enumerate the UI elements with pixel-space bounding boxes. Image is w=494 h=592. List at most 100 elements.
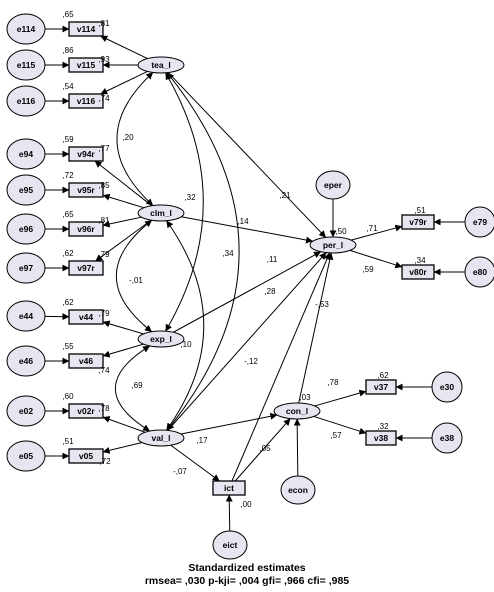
error-circle-e96 (6, 213, 46, 245)
path-coefficient: -,07 (173, 467, 187, 476)
observed-box-v94r (68, 146, 104, 162)
path-arrow-clm_l-per_l (181, 216, 314, 244)
r-squared-per_l: ,50 (335, 227, 347, 236)
path-coefficient: ,78 (98, 404, 110, 413)
path-coefficient: ,93 (98, 55, 110, 64)
r-squared-v95r: ,72 (62, 171, 74, 180)
edges-layer (44, 25, 465, 532)
latent-ellipse-val_l (137, 429, 185, 447)
path-arrow-val_l-v05 (102, 442, 143, 454)
observed-box-v46 (68, 353, 104, 369)
correlation-arc-clm_l-exp_l (116, 219, 153, 333)
node-label-e38: e38 (440, 433, 454, 443)
caption-title: Standardized estimates (188, 562, 306, 574)
node-label-ict: ict (224, 483, 234, 493)
path-arrow-val_l-v02r (102, 416, 146, 433)
correlation-coefficient: ,10 (180, 340, 192, 349)
correlation-coefficient: -,01 (129, 276, 143, 285)
node-label-e97: e97 (19, 263, 33, 273)
node-label-e94: e94 (19, 149, 33, 159)
error-circle-e116 (6, 85, 46, 117)
path-arrow-tea_l-v114 (100, 35, 148, 59)
node-label-e80: e80 (473, 267, 487, 277)
node-label-e96: e96 (19, 224, 33, 234)
correlation-arc-tea_l-val_l (166, 72, 240, 431)
observed-box-v114 (68, 21, 104, 37)
r-squared-v05: ,51 (62, 437, 74, 446)
path-arrow-val_l-ict (170, 444, 220, 482)
path-coefficient: ,17 (196, 436, 208, 445)
error-circle-e115 (6, 49, 46, 81)
path-coefficient: ,11 (267, 255, 278, 264)
error-circle-eper (315, 170, 351, 200)
correlation-arc-tea_l-exp_l (165, 72, 204, 332)
r-squared-v97r: ,62 (62, 249, 74, 258)
observed-box-v96r (68, 221, 104, 237)
node-label-v79r: v79r (409, 217, 427, 227)
node-label-e46: e46 (19, 356, 33, 366)
observed-box-v116 (68, 93, 104, 109)
node-label-v116: v116 (77, 96, 96, 106)
node-label-e114: e114 (17, 24, 36, 34)
node-label-clm_l: clm_l (150, 208, 172, 218)
path-coefficient: ,78 (327, 378, 339, 387)
path-arrow-val_l-per_l (167, 252, 327, 431)
correlation-arc-tea_l-clm_l (116, 72, 154, 206)
node-label-v94r: v94r (77, 149, 95, 159)
node-label-v37: v37 (374, 382, 388, 392)
path-coefficient: -,12 (244, 357, 258, 366)
node-label-v95r: v95r (77, 185, 95, 195)
path-arrow-ict-con_l (234, 418, 291, 482)
r-squared-v114: ,65 (62, 10, 74, 19)
correlation-coefficient: ,34 (222, 249, 234, 258)
error-circle-e97 (6, 252, 46, 284)
latent-ellipse-exp_l (137, 330, 185, 348)
error-circle-e114 (6, 13, 46, 45)
latent-ellipse-tea_l (137, 56, 185, 74)
r-squared-v79r: ,51 (414, 206, 426, 215)
path-arrow-clm_l-v95r (102, 193, 144, 209)
path-arrow-clm_l-v97r (95, 219, 152, 262)
error-circle-e95 (6, 174, 46, 206)
r-squared-v37: ,62 (377, 371, 389, 380)
node-label-v114: v114 (77, 24, 96, 34)
node-label-val_l: val_l (152, 433, 171, 443)
node-label-econ: econ (288, 485, 308, 495)
node-label-v02r: v02r (77, 406, 95, 416)
r-squared-v80r: ,34 (414, 256, 426, 265)
path-arrow-clm_l-v96r (102, 216, 142, 228)
error-arrow-eict (225, 494, 233, 532)
path-coefficient: ,05 (259, 444, 271, 453)
observed-box-v38 (365, 430, 397, 446)
node-label-v97r: v97r (77, 263, 95, 273)
latent-ellipse-con_l (273, 402, 321, 420)
error-arrow-econ (293, 418, 301, 477)
node-label-v05: v05 (79, 451, 93, 461)
observed-box-v37 (365, 379, 397, 395)
node-label-e79: e79 (473, 217, 487, 227)
path-coefficient: ,77 (98, 144, 110, 153)
node-label-v96r: v96r (77, 224, 95, 234)
latent-ellipse-per_l (309, 236, 357, 254)
path-arrow-tea_l-v116 (100, 71, 148, 95)
path-arrow-per_l-v80r (349, 249, 403, 269)
node-label-e95: e95 (19, 185, 33, 195)
correlation-coefficient: ,69 (131, 381, 143, 390)
node-label-e115: e115 (17, 60, 36, 70)
observed-box-v44 (68, 309, 104, 325)
node-label-per_l: per_l (323, 240, 343, 250)
path-coefficient: ,57 (330, 431, 342, 440)
error-circle-e46 (6, 345, 46, 377)
path-arrow-val_l-con_l (180, 412, 278, 435)
error-circle-eict (212, 530, 248, 560)
r-squared-v46: ,55 (62, 342, 74, 351)
path-coefficient: ,59 (362, 265, 374, 274)
path-arrow-con_l-v38 (313, 415, 367, 435)
error-circle-e80 (464, 256, 494, 288)
observed-box-v05 (68, 448, 104, 464)
path-coefficient: ,72 (99, 457, 111, 466)
path-arrow-con_l-per_l (298, 252, 334, 404)
r-squared-v38: ,32 (377, 422, 389, 431)
node-label-tea_l: tea_l (151, 60, 170, 70)
